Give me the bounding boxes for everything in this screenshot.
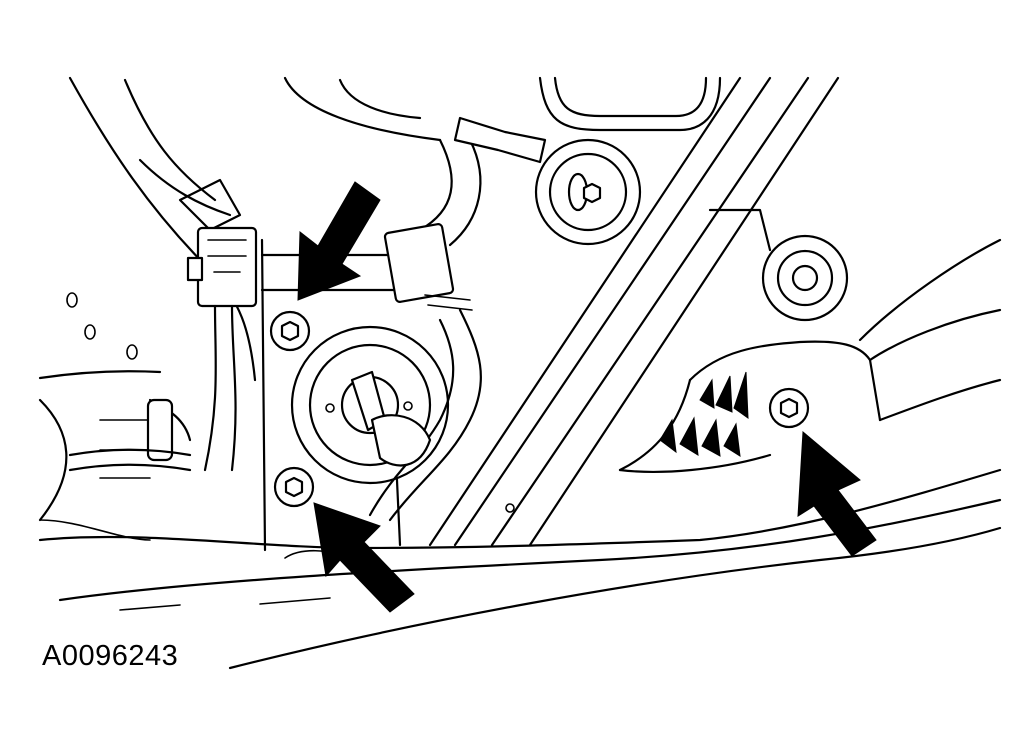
nut-right xyxy=(768,387,810,429)
nut-top-center xyxy=(582,182,602,204)
panel-hole-2 xyxy=(84,324,96,340)
figure-id-label: A0096243 xyxy=(42,640,179,672)
access-plug-top xyxy=(534,138,642,246)
glass-run-channel xyxy=(428,76,840,547)
lower-right-bracket xyxy=(618,238,1002,473)
harness-cable-center xyxy=(368,116,547,522)
nut-upper-left xyxy=(269,310,311,352)
arrow-lower-left-nut xyxy=(313,502,415,613)
lower-sill xyxy=(38,468,1002,670)
arrow-right-nut xyxy=(797,430,877,557)
harness-connector-left xyxy=(68,158,258,472)
nut-lower-left xyxy=(273,466,315,508)
access-plug-right xyxy=(761,234,849,322)
center-mount xyxy=(290,325,450,485)
panel-hole-1 xyxy=(66,292,78,308)
arrow-upper-left-nut xyxy=(297,181,381,301)
panel-hole-3 xyxy=(126,344,138,360)
